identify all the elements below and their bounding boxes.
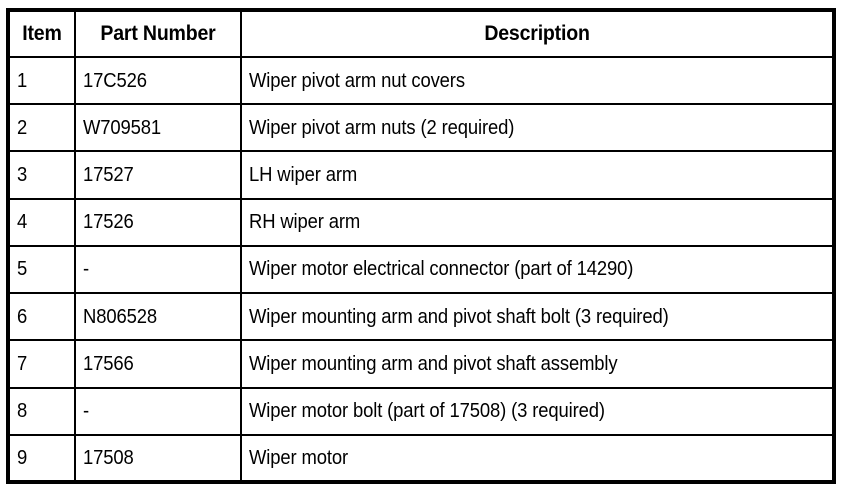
table-body: 1 17C526 Wiper pivot arm nut covers 2 W7… bbox=[7, 55, 835, 484]
cell-item-value: 8 bbox=[17, 399, 28, 423]
cell-item-value: 2 bbox=[17, 115, 28, 139]
cell-part-number: 17C526 bbox=[74, 55, 242, 106]
column-header-part-number: Part Number bbox=[79, 9, 237, 58]
cell-item-value: 3 bbox=[17, 163, 28, 187]
cell-description-value: LH wiper arm bbox=[249, 163, 358, 187]
cell-item: 8 bbox=[7, 386, 76, 436]
cell-item: 1 bbox=[7, 55, 76, 106]
cell-item-value: 5 bbox=[17, 257, 28, 281]
table-row: 5 - Wiper motor electrical connector (pa… bbox=[7, 244, 835, 295]
table-row: 1 17C526 Wiper pivot arm nut covers bbox=[7, 55, 835, 106]
cell-item: 4 bbox=[7, 197, 76, 247]
cell-item-value: 6 bbox=[17, 304, 28, 328]
table-row: 4 17526 RH wiper arm bbox=[7, 197, 835, 247]
cell-part-number: W709581 bbox=[74, 103, 242, 153]
table-row: 6 N806528 Wiper mounting arm and pivot s… bbox=[7, 292, 835, 342]
cell-item: 3 bbox=[7, 150, 76, 200]
cell-description: Wiper mounting arm and pivot shaft assem… bbox=[240, 339, 835, 389]
cell-description-value: Wiper pivot arm nut covers bbox=[249, 68, 465, 92]
cell-description: Wiper mounting arm and pivot shaft bolt … bbox=[240, 292, 835, 342]
column-header-description-label: Description bbox=[484, 22, 590, 45]
cell-item-value: 4 bbox=[17, 210, 28, 234]
cell-part-number-value: W709581 bbox=[83, 115, 162, 139]
cell-description: Wiper pivot arm nut covers bbox=[240, 55, 835, 106]
cell-description-value: Wiper pivot arm nuts (2 required) bbox=[249, 115, 515, 139]
cell-part-number-value: - bbox=[83, 399, 90, 423]
cell-description: Wiper motor bbox=[240, 433, 835, 484]
cell-part-number-value: 17566 bbox=[83, 351, 134, 375]
cell-item: 2 bbox=[7, 103, 76, 153]
cell-description-value: Wiper motor bbox=[249, 445, 348, 469]
cell-description: LH wiper arm bbox=[240, 150, 835, 200]
table-header: Item Part Number Description bbox=[8, 9, 834, 58]
table-row: 9 17508 Wiper motor bbox=[7, 433, 835, 484]
cell-item: 6 bbox=[7, 292, 76, 342]
cell-item-value: 7 bbox=[17, 351, 28, 375]
cell-description-value: Wiper motor bolt (part of 17508) (3 requ… bbox=[249, 399, 605, 423]
column-header-part-number-label: Part Number bbox=[100, 22, 216, 45]
cell-part-number-value: N806528 bbox=[83, 304, 157, 328]
column-header-item-label: Item bbox=[22, 22, 62, 45]
cell-description: RH wiper arm bbox=[240, 197, 835, 247]
parts-table: Item Part Number Description 1 17C526 Wi… bbox=[6, 8, 836, 484]
cell-description-value: Wiper motor electrical connector (part o… bbox=[249, 257, 634, 281]
cell-description: Wiper motor bolt (part of 17508) (3 requ… bbox=[240, 386, 835, 436]
table-row: 8 - Wiper motor bolt (part of 17508) (3 … bbox=[7, 386, 835, 436]
cell-part-number: 17566 bbox=[74, 339, 242, 389]
cell-part-number-value: 17C526 bbox=[83, 68, 147, 92]
cell-part-number: - bbox=[74, 244, 242, 295]
cell-description: Wiper motor electrical connector (part o… bbox=[240, 244, 835, 295]
cell-item-value: 9 bbox=[17, 445, 28, 469]
cell-description-value: RH wiper arm bbox=[249, 210, 361, 234]
cell-part-number: N806528 bbox=[74, 292, 242, 342]
table-row: 2 W709581 Wiper pivot arm nuts (2 requir… bbox=[7, 103, 835, 153]
cell-part-number-value: - bbox=[83, 257, 90, 281]
cell-part-number: 17526 bbox=[74, 197, 242, 247]
table-row: 3 17527 LH wiper arm bbox=[7, 150, 835, 200]
cell-part-number-value: 17527 bbox=[83, 163, 134, 187]
cell-item: 9 bbox=[7, 433, 76, 484]
table-header-row: Item Part Number Description bbox=[8, 9, 834, 58]
cell-item-value: 1 bbox=[17, 68, 28, 92]
cell-description-value: Wiper mounting arm and pivot shaft assem… bbox=[249, 351, 618, 375]
cell-part-number: 17508 bbox=[74, 433, 242, 484]
cell-description: Wiper pivot arm nuts (2 required) bbox=[240, 103, 835, 153]
cell-part-number: 17527 bbox=[74, 150, 242, 200]
cell-description-value: Wiper mounting arm and pivot shaft bolt … bbox=[249, 304, 669, 328]
cell-item: 5 bbox=[7, 244, 76, 295]
column-header-item: Item bbox=[9, 9, 74, 58]
cell-part-number-value: 17526 bbox=[83, 210, 134, 234]
table-row: 7 17566 Wiper mounting arm and pivot sha… bbox=[7, 339, 835, 389]
cell-part-number: - bbox=[74, 386, 242, 436]
cell-part-number-value: 17508 bbox=[83, 445, 134, 469]
column-header-description: Description bbox=[260, 9, 815, 58]
cell-item: 7 bbox=[7, 339, 76, 389]
